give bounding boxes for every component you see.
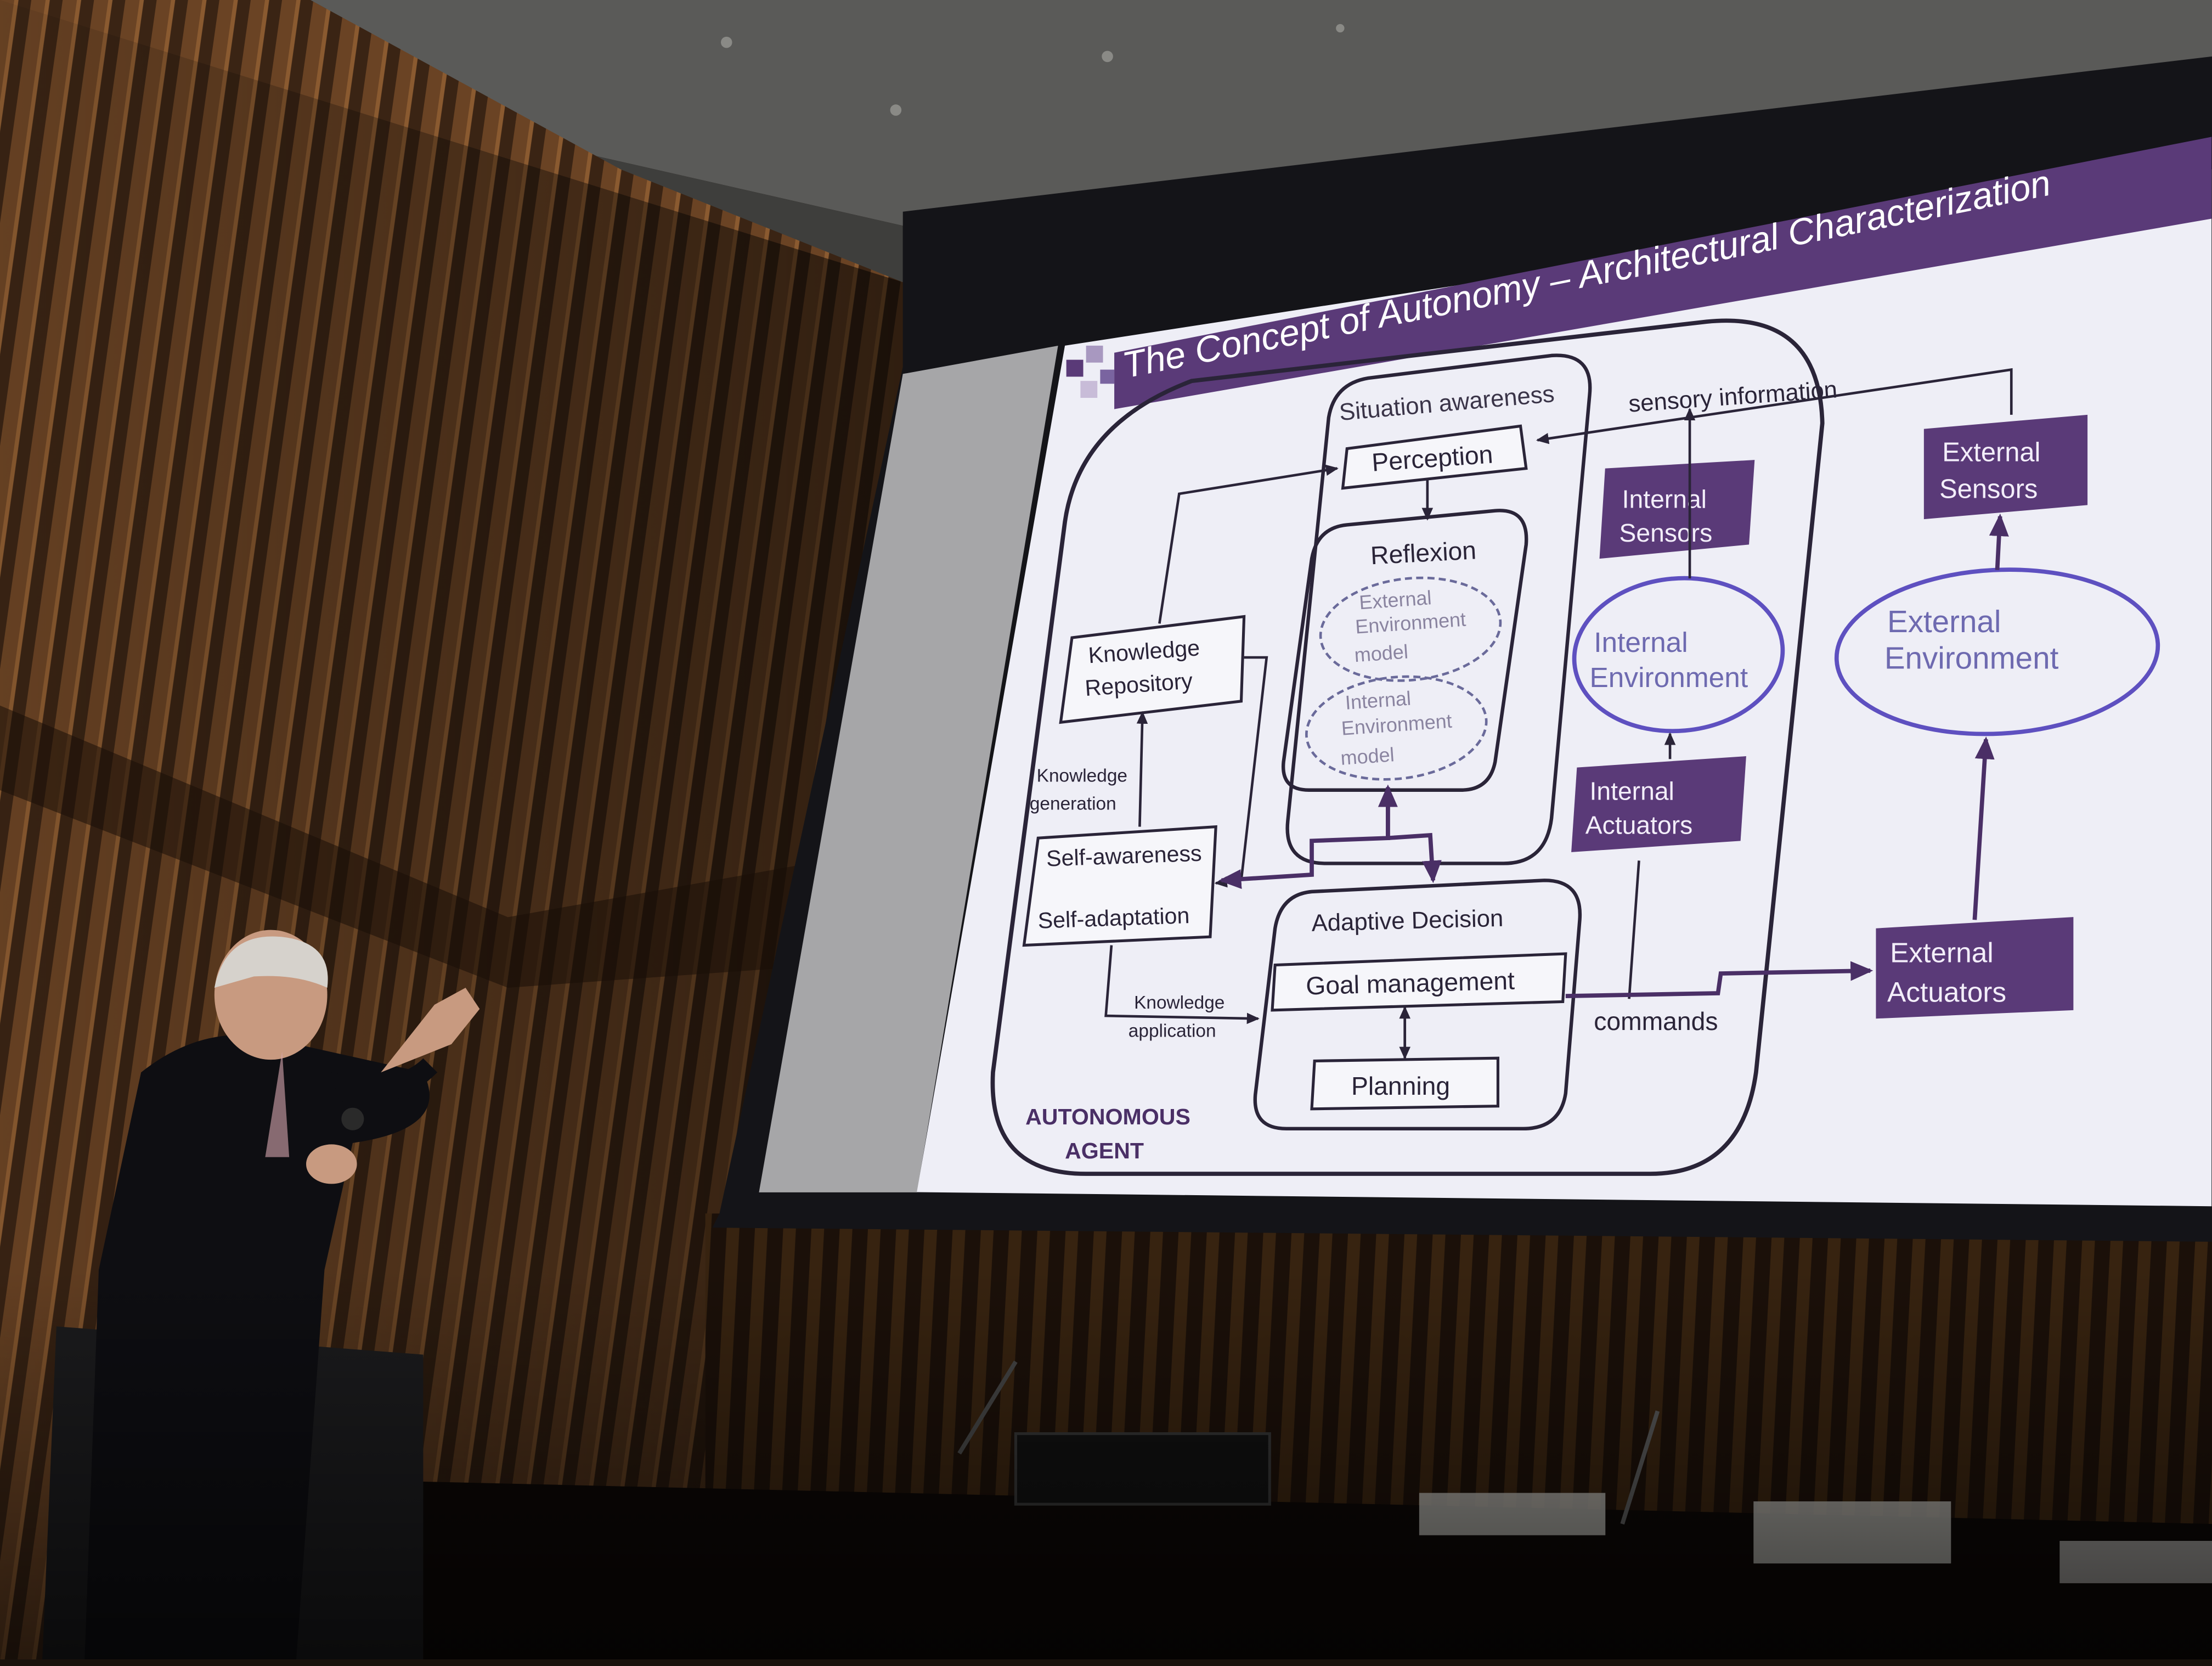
internal-environment-ellipse — [1572, 576, 1785, 734]
external-sensors-label: External Sensors — [1939, 438, 2048, 504]
internal-sensors-box — [1599, 460, 1755, 559]
goal-management-label: Goal management — [1306, 966, 1515, 1000]
reflexion-label: Reflexion — [1370, 536, 1477, 570]
title-logo-squares — [1066, 345, 1115, 398]
internal-environment-model — [1305, 675, 1488, 781]
external-environment-ellipse — [1834, 567, 2160, 736]
internal-actuators-label: Internal Actuators — [1585, 777, 1692, 840]
ceiling — [310, 0, 2212, 226]
knowledge-application-label: Knowledge application — [1128, 993, 1230, 1041]
internal-sensors-label: Internal Sensors — [1620, 485, 1714, 548]
situation-awareness-box — [1285, 353, 1592, 865]
reflexion-box — [1281, 509, 1528, 792]
planning-label: Planning — [1351, 1072, 1450, 1100]
external-actuators-label: External Actuators — [1887, 936, 2006, 1008]
diagram-bold-connectors — [1218, 513, 2009, 998]
title-banner — [1114, 137, 2212, 409]
internal-environment-label: Internal Environment — [1590, 626, 1748, 693]
adaptive-decision-box — [1253, 879, 1582, 1131]
external-sensors-box — [1923, 414, 2088, 520]
knowledge-generation-label: Knowledge generation — [1030, 766, 1132, 814]
autonomous-agent-label: AUTONOMOUS AGENT — [1025, 1104, 1197, 1163]
autonomous-agent-boundary — [990, 318, 1825, 1176]
self-adaptation-label: Self-adaptation — [1037, 903, 1190, 933]
self-awareness-box — [1022, 825, 1217, 947]
internal-actuators-box — [1571, 756, 1746, 852]
external-actuators-box — [1876, 917, 2074, 1019]
adaptive-decision-label: Adaptive Decision — [1311, 905, 1504, 937]
perception-box — [1341, 424, 1528, 490]
diagram-connectors — [1104, 368, 2013, 1060]
knowledge-repository-box — [1059, 615, 1246, 724]
commands-label: commands — [1594, 1007, 1718, 1035]
planning-box — [1310, 1056, 1499, 1111]
self-awareness-label: Self-awareness — [1046, 841, 1202, 871]
goal-management-box — [1271, 952, 1567, 1012]
external-environment-label: External Environment — [1884, 604, 2059, 676]
